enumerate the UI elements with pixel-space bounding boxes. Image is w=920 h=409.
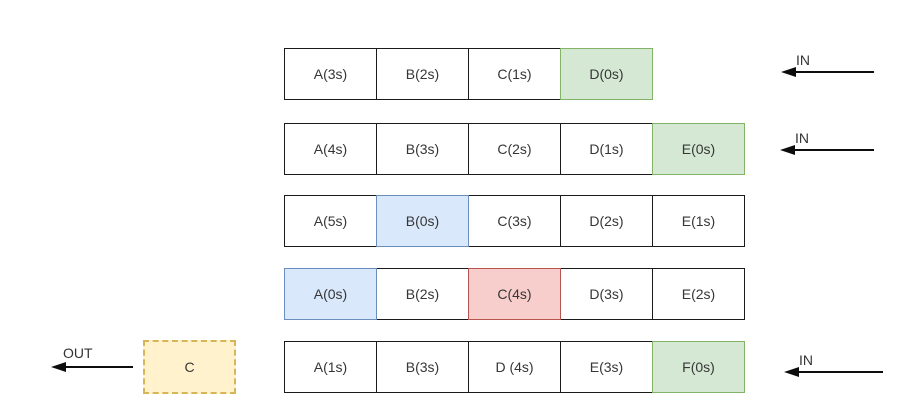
queue-cell: B(3s) (376, 123, 469, 175)
queue-row-2: A(4s) B(3s) C(2s) D(1s) E(0s) (284, 123, 745, 175)
queue-cell: C(3s) (468, 195, 561, 247)
cell-label: A(1s) (313, 359, 348, 375)
cell-label: E(0s) (681, 141, 716, 157)
evicted-box-label: C (184, 359, 195, 375)
cell-label: D(0s) (589, 66, 624, 82)
queue-cell: D (4s) (468, 341, 561, 393)
cell-label: D(3s) (589, 286, 624, 302)
cell-label: B(3s) (405, 141, 440, 157)
cell-label: B(0s) (405, 213, 440, 229)
queue-cell-new: F(0s) (652, 341, 745, 393)
in-arrow-label: IN (796, 52, 810, 68)
queue-cell: A(3s) (284, 48, 377, 100)
queue-cell: A(4s) (284, 123, 377, 175)
cell-label: C(3s) (497, 213, 532, 229)
cell-label: D (4s) (495, 359, 534, 375)
out-arrow-label: OUT (63, 345, 93, 361)
in-arrow-label: IN (799, 352, 813, 368)
queue-cell: D(3s) (560, 268, 653, 320)
cell-label: A(0s) (313, 286, 348, 302)
queue-cell: B(3s) (376, 341, 469, 393)
queue-cell: D(2s) (560, 195, 653, 247)
queue-cell: D(1s) (560, 123, 653, 175)
queue-cell-hit: B(0s) (376, 195, 469, 247)
cell-label: C(2s) (497, 141, 532, 157)
cell-label: A(4s) (313, 141, 348, 157)
queue-cell: E(2s) (652, 268, 745, 320)
cell-label: D(1s) (589, 141, 624, 157)
cell-label: E(3s) (589, 359, 624, 375)
queue-cell: B(2s) (376, 48, 469, 100)
left-arrowhead-icon (781, 67, 796, 77)
queue-cell: A(1s) (284, 341, 377, 393)
queue-cell: C(1s) (468, 48, 561, 100)
queue-cell-new: E(0s) (652, 123, 745, 175)
queue-row-4: A(0s) B(2s) C(4s) D(3s) E(2s) (284, 268, 745, 320)
arrow-line (62, 366, 133, 368)
cell-label: B(2s) (405, 286, 440, 302)
cell-label: A(5s) (313, 213, 348, 229)
cell-label: C(4s) (497, 286, 532, 302)
cell-label: C(1s) (497, 66, 532, 82)
queue-cell: A(5s) (284, 195, 377, 247)
evicted-box: C (143, 340, 236, 394)
queue-cell: E(3s) (560, 341, 653, 393)
arrow-line (792, 71, 874, 73)
arrow-line (791, 149, 874, 151)
queue-cell-new: D(0s) (560, 48, 653, 100)
left-arrowhead-icon (784, 367, 799, 377)
cell-label: B(2s) (405, 66, 440, 82)
arrow-line (795, 371, 883, 373)
left-arrowhead-icon (51, 362, 66, 372)
queue-cell-hit: A(0s) (284, 268, 377, 320)
queue-cell: E(1s) (652, 195, 745, 247)
cell-label: E(1s) (681, 213, 716, 229)
left-arrowhead-icon (780, 145, 795, 155)
in-arrow-label: IN (795, 130, 809, 146)
cell-label: B(3s) (405, 359, 440, 375)
cell-label: A(3s) (313, 66, 348, 82)
cell-label: D(2s) (589, 213, 624, 229)
queue-cell-evict: C(4s) (468, 268, 561, 320)
queue-row-3: A(5s) B(0s) C(3s) D(2s) E(1s) (284, 195, 745, 247)
queue-row-1: A(3s) B(2s) C(1s) D(0s) (284, 48, 653, 100)
cell-label: F(0s) (682, 359, 715, 375)
queue-cell: C(2s) (468, 123, 561, 175)
cell-label: E(2s) (681, 286, 716, 302)
queue-cell: B(2s) (376, 268, 469, 320)
queue-row-5: A(1s) B(3s) D (4s) E(3s) F(0s) (284, 341, 745, 393)
